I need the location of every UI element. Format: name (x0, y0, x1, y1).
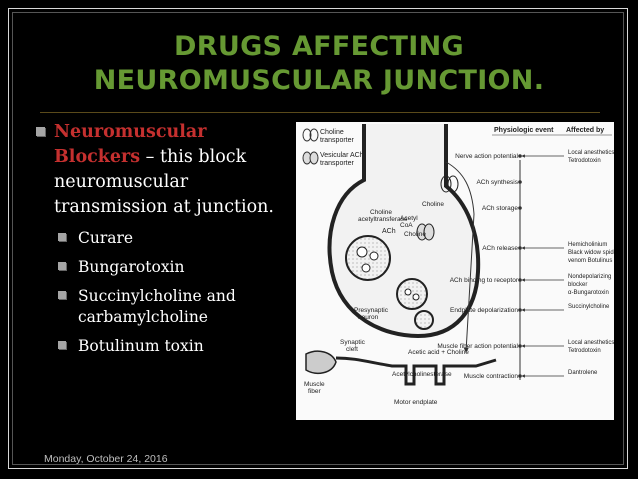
affected-by-label: Nondepolarizing (568, 274, 611, 280)
label-choline: Choline (422, 201, 444, 208)
synaptic-vesicle (345, 235, 391, 281)
label-synaptic-cleft: Synaptic (340, 339, 366, 346)
affected-by-label: blocker (568, 282, 587, 288)
label-motor-endplate: Motor endplate (394, 399, 438, 406)
event-label: Endplate depolarization (450, 307, 518, 314)
bullet-list: Neuromuscular Blockers – this block neur… (36, 120, 286, 365)
label-choline-acetyltransferase: acetyltransferase (358, 216, 408, 223)
square-bullet-icon (36, 127, 45, 136)
affected-by-label: α-Bungarotoxin (568, 290, 609, 296)
affected-by-label: Hemicholinium (568, 242, 607, 248)
square-bullet-icon (58, 341, 66, 349)
label-acetyl-coa: Acetyl (400, 215, 418, 222)
bullet-text: – this block neuromuscular transmission … (54, 147, 274, 217)
choline-reuptake-arrow (445, 161, 475, 353)
title-divider (40, 112, 600, 113)
label-choline: Choline (404, 231, 426, 238)
event-node (518, 246, 522, 250)
label-presynaptic-neuron: Presynaptic (354, 307, 389, 314)
event-label: Nerve action potential (455, 153, 518, 160)
label-choline-acetyltransferase: Choline (370, 209, 392, 216)
square-bullet-icon (58, 262, 66, 270)
affected-by-label: Dantrolene (568, 370, 598, 376)
event-node (518, 344, 522, 348)
header-physiologic-event: Physiologic event (494, 127, 554, 134)
sub-bullet-text: Bungarotoxin (78, 258, 185, 276)
ach-granule (404, 288, 412, 296)
event-node (518, 154, 522, 158)
slide-inner-border (12, 12, 624, 465)
square-bullet-icon (58, 233, 66, 241)
label-acetylcholinesterase: Acetylcholinesterase (392, 371, 452, 378)
nmj-diagram-svg: Choline transporter Vesicular ACh transp… (302, 124, 614, 406)
legend: Choline transporter Vesicular ACh transp… (302, 128, 364, 167)
event-label: ACh synthesis (476, 179, 518, 186)
affected-by-label: venom Botulinus toxin (568, 258, 614, 264)
main-bullet: Neuromuscular Blockers – this block neur… (36, 120, 286, 220)
event-label: Muscle fiber action potential (437, 343, 518, 350)
bullet-highlight: Neuromuscular Blockers (54, 122, 207, 167)
event-node (518, 374, 522, 378)
vesicular-transporter-icon (309, 151, 319, 165)
synaptic-vesicle (414, 310, 434, 330)
sub-bullet: Botulinum toxin (54, 336, 286, 357)
event-node (518, 278, 522, 282)
synaptic-vesicle (396, 278, 428, 310)
sub-bullet-text: Curare (78, 229, 134, 247)
header-affected-by: Affected by (566, 127, 604, 134)
presynaptic-membrane (327, 124, 481, 339)
choline-transporter-icon (447, 175, 459, 193)
label-synaptic-cleft: cleft (346, 346, 358, 353)
legend-text: transporter (320, 160, 355, 167)
choline-transporter-icon (440, 175, 452, 193)
affected-by-label: Tetrodotoxin (568, 348, 601, 354)
slide-date: Monday, October 24, 2016 (44, 453, 168, 465)
sub-bullet-list: Curare Bungarotoxin Succinylcholine and … (36, 228, 286, 357)
affected-by-label: Tetrodotoxin (568, 158, 601, 164)
affected-by-label: Succinylcholine (568, 304, 610, 310)
ach-label: ACh (382, 228, 396, 235)
ach-granule (369, 251, 379, 261)
label-presynaptic-neuron: neuron (358, 314, 379, 321)
affected-by-label: Black widow spider (568, 250, 614, 256)
ach-granule (412, 293, 420, 301)
muscle-fiber-icon (305, 350, 337, 375)
label-acetic-acid-choline: Acetic acid + Choline (408, 349, 469, 356)
legend-text: transporter (320, 137, 355, 144)
title-line-1: DRUGS AFFECTING (174, 31, 464, 62)
affected-by-label: Local anesthetics (568, 150, 614, 156)
event-label: ACh release (482, 245, 518, 252)
event-node (518, 180, 522, 184)
event-node (518, 206, 522, 210)
slide-title: DRUGS AFFECTING NEUROMUSCULAR JUNCTION. (0, 30, 638, 98)
ach-granule (361, 263, 371, 273)
legend-text: Vesicular ACh (320, 152, 364, 159)
label-muscle-fiber: Muscle (304, 381, 325, 388)
sub-bullet: Bungarotoxin (54, 257, 286, 278)
event-label: ACh storage (482, 205, 519, 212)
sub-bullet-text: Botulinum toxin (78, 337, 204, 355)
choline-transporter-icon (302, 128, 312, 142)
label-acetyl-coa: CoA (400, 222, 413, 229)
sub-bullet-text: Succinylcholine and carbamylcholine (78, 287, 236, 326)
choline-transporter-icon (309, 128, 319, 142)
event-column: Physiologic event Affected by (492, 127, 612, 380)
vesicular-transporter-icon (423, 223, 435, 241)
nerve-terminal: ACh Choline acetyltransferase Choline Ac… (327, 124, 481, 353)
ach-granule (356, 246, 368, 258)
event-label: Muscle contraction (464, 373, 519, 380)
postsynaptic-membrane (335, 356, 497, 386)
nmj-diagram: Choline transporter Vesicular ACh transp… (296, 122, 614, 420)
event-node (518, 308, 522, 312)
motor-endplate: Synaptic cleft Muscle fiber Acetic acid … (304, 339, 497, 406)
square-bullet-icon (58, 291, 66, 299)
sub-bullet: Curare (54, 228, 286, 249)
title-line-2: NEUROMUSCULAR JUNCTION. (93, 65, 545, 96)
sub-bullet: Succinylcholine and carbamylcholine (54, 286, 286, 328)
label-muscle-fiber: fiber (308, 388, 321, 395)
legend-text: Choline (320, 129, 344, 136)
affected-by-label: Local anesthetics (568, 340, 614, 346)
event-label: ACh binding to receptor (450, 277, 519, 284)
